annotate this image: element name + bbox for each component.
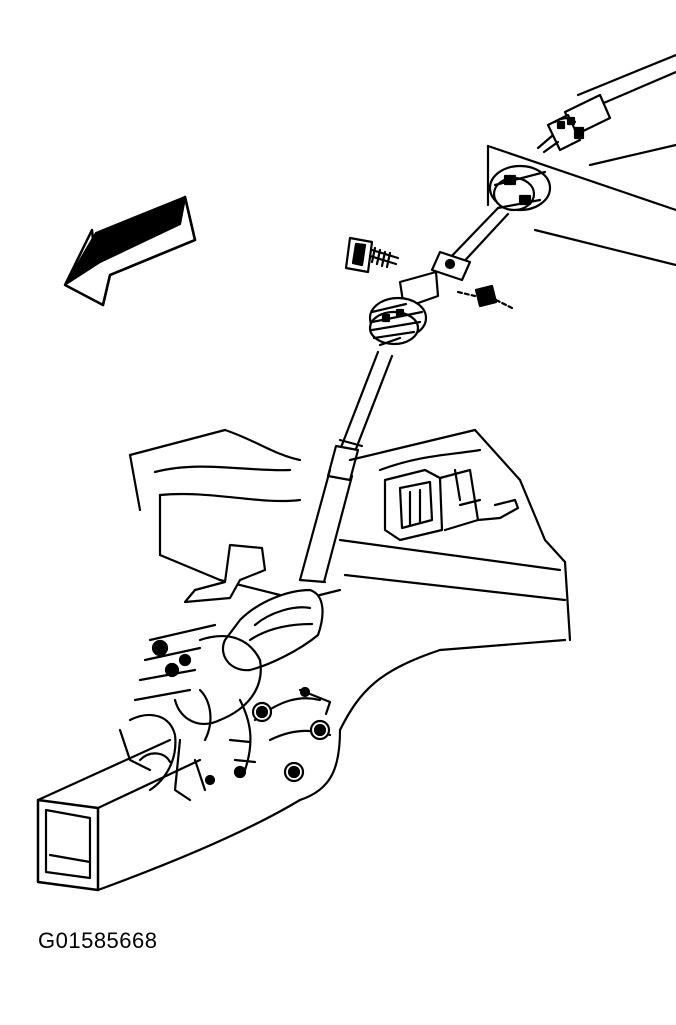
upper-steering-shaft (536, 93, 612, 154)
figure-code: G01585668 (38, 928, 158, 953)
frame-rail (36, 578, 567, 892)
intermediate-shaft-seal (488, 164, 552, 212)
steering-shaft-coupling (368, 270, 440, 347)
chassis-crossmember (128, 428, 572, 642)
steering-gear-mounting-bolts (151, 639, 332, 786)
lower-steering-shaft (298, 350, 394, 584)
pinch-bolt (344, 236, 400, 274)
steering-gear-box (118, 543, 332, 802)
pinch-bolt-nut (456, 284, 514, 310)
steering-gear-mount-bracket (383, 468, 520, 542)
front-direction-arrow-icon (63, 195, 197, 307)
firewall-panel (486, 53, 676, 267)
intermediate-shaft (430, 206, 510, 282)
